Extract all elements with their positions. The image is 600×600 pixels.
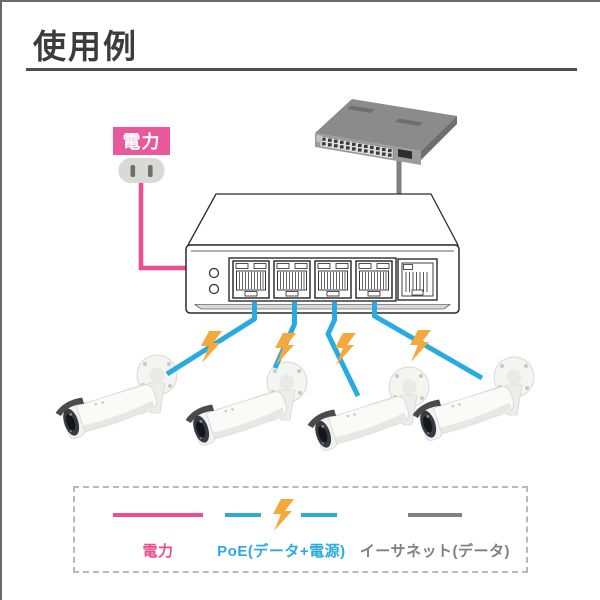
- uplink-port-icon: [397, 258, 438, 301]
- legend-label-power: 電力: [142, 542, 174, 560]
- lightning-icon: [201, 331, 222, 363]
- poe-switch-icon: [185, 193, 460, 314]
- legend-label-ethernet: イーサネット(データ): [359, 542, 510, 560]
- poe-cable-line: [325, 302, 361, 398]
- legend: 電力 PoE(データ+電源) イーサネット(データ): [73, 486, 528, 573]
- power-source-label: 電力: [113, 127, 170, 155]
- lightning-icon: [335, 333, 356, 365]
- page-title: 使用例: [33, 28, 138, 65]
- title-underline: [26, 68, 577, 71]
- poe-cable-line: [372, 302, 484, 381]
- ethernet-cable-line: [396, 152, 402, 195]
- security-camera-icon: [182, 361, 308, 450]
- ethernet-line-swatch: [407, 499, 462, 531]
- security-camera-icon: [304, 366, 430, 455]
- legend-item-poe: PoE(データ+電源): [217, 498, 346, 561]
- security-camera-icon: [52, 354, 178, 443]
- power-plug-icon: [118, 158, 165, 183]
- lightning-icon: [275, 333, 296, 365]
- power-cable-line: [138, 183, 190, 271]
- power-line-swatch: [113, 499, 203, 531]
- poe-cable-line: [165, 302, 257, 377]
- legend-item-power: 電力: [113, 499, 203, 561]
- legend-label-poe: PoE(データ+電源): [217, 542, 346, 560]
- rack-switch-icon: [315, 99, 457, 165]
- legend-item-ethernet: イーサネット(データ): [360, 499, 510, 561]
- poe-line-swatch: [225, 498, 338, 531]
- lightning-icon: [273, 498, 295, 531]
